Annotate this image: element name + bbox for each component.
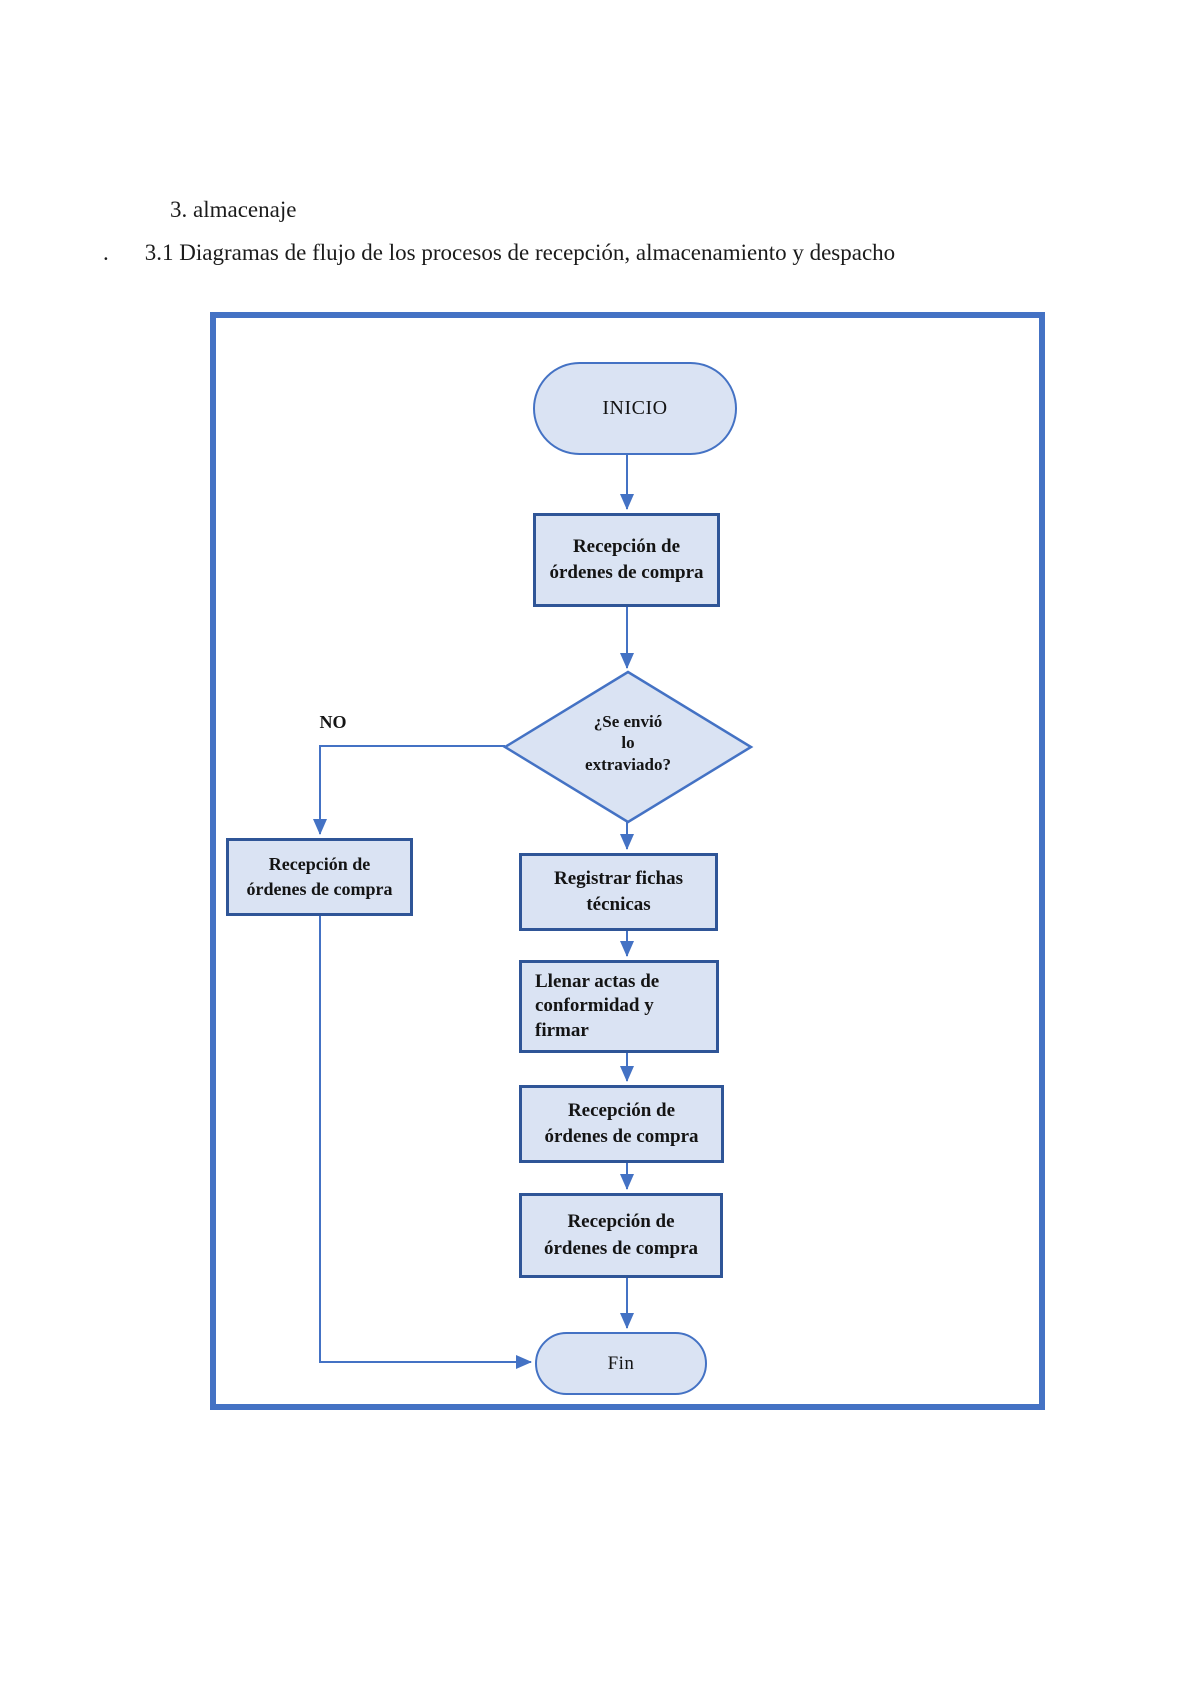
process-label: Registrar fichas técnicas bbox=[554, 867, 683, 915]
end-label: Fin bbox=[607, 1352, 635, 1374]
section-subtitle: . 3.1 Diagramas de flujo de los procesos… bbox=[103, 239, 895, 267]
process-llenar-actas: Llenar actas de conformidad y firmar bbox=[519, 960, 719, 1053]
start-terminator: INICIO bbox=[533, 362, 737, 455]
process-reception-2: Recepción de órdenes de compra bbox=[519, 1085, 724, 1163]
process-reception-1: Recepción de órdenes de compra bbox=[533, 513, 720, 607]
process-label: Recepción de órdenes de compra bbox=[544, 1099, 699, 1147]
process-reception-3: Recepción de órdenes de compra bbox=[519, 1193, 723, 1278]
process-label: Recepción de órdenes de compra bbox=[543, 1211, 699, 1259]
process-label: Recepción de órdenes de compra bbox=[549, 535, 704, 583]
process-reception-no-branch: Recepción de órdenes de compra bbox=[226, 838, 413, 916]
process-label: Recepción de órdenes de compra bbox=[246, 854, 393, 899]
branch-no-label: NO bbox=[319, 712, 347, 732]
flowchart-frame bbox=[210, 312, 1045, 1410]
process-label: Llenar actas de conformidad y firmar bbox=[535, 971, 660, 1041]
section-title: 3. almacenaje bbox=[170, 197, 297, 222]
process-register-fichas: Registrar fichas técnicas bbox=[519, 853, 718, 931]
decision-label: ¿Se envió lo extraviado? bbox=[585, 712, 671, 774]
subtitle-bullet: . bbox=[103, 240, 109, 265]
subtitle-text: 3.1 Diagramas de flujo de los procesos d… bbox=[144, 240, 896, 265]
start-label: INICIO bbox=[602, 397, 668, 419]
end-terminator: Fin bbox=[535, 1332, 707, 1395]
